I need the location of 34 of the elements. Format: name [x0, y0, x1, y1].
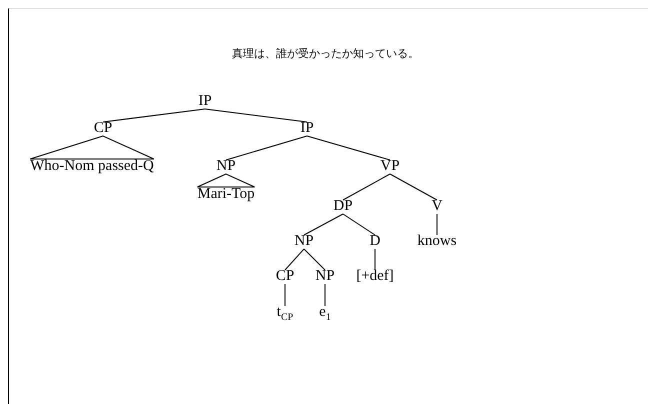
- triangle-branch: [196, 173, 256, 188]
- tree-label: t$_{CP}$: [276, 304, 294, 326]
- tree-label: Who-Nom passed-Q: [30, 158, 154, 175]
- branch-line: [324, 284, 326, 306]
- branch-line: [436, 214, 438, 236]
- tree-label: knows: [417, 233, 457, 250]
- triangle-branch: [30, 135, 154, 160]
- tree-label: VP: [380, 158, 400, 175]
- branch-line: [226, 136, 308, 160]
- branch-line: [374, 248, 376, 270]
- tree-label: Mari-Top: [197, 186, 255, 203]
- branch-line: [102, 108, 206, 122]
- tree-label: D: [370, 233, 380, 250]
- title: 真理は、誰が受かったか知っている。: [231, 46, 420, 61]
- branch-line: [342, 214, 376, 236]
- branch-line: [304, 248, 326, 270]
- branch-line: [306, 136, 390, 160]
- branch-line: [284, 248, 304, 270]
- tree-label: NP: [315, 268, 335, 285]
- tree-label: [+def]: [356, 268, 394, 285]
- branch-line: [204, 108, 308, 122]
- tree-label: NP: [216, 158, 236, 175]
- tree-label: NP: [294, 233, 314, 250]
- tree-label: CP: [276, 268, 294, 285]
- branch-line: [390, 174, 438, 200]
- tree-label: IP: [198, 93, 212, 110]
- tree-label: CP: [94, 120, 112, 137]
- tree-label: V: [432, 198, 442, 215]
- branch-line: [304, 214, 344, 236]
- tree-label: IP: [300, 120, 314, 137]
- branch-line: [284, 284, 286, 306]
- tree-label: DP: [333, 198, 353, 215]
- branch-line: [342, 174, 390, 200]
- tree-label: e$_{1}$: [319, 304, 331, 326]
